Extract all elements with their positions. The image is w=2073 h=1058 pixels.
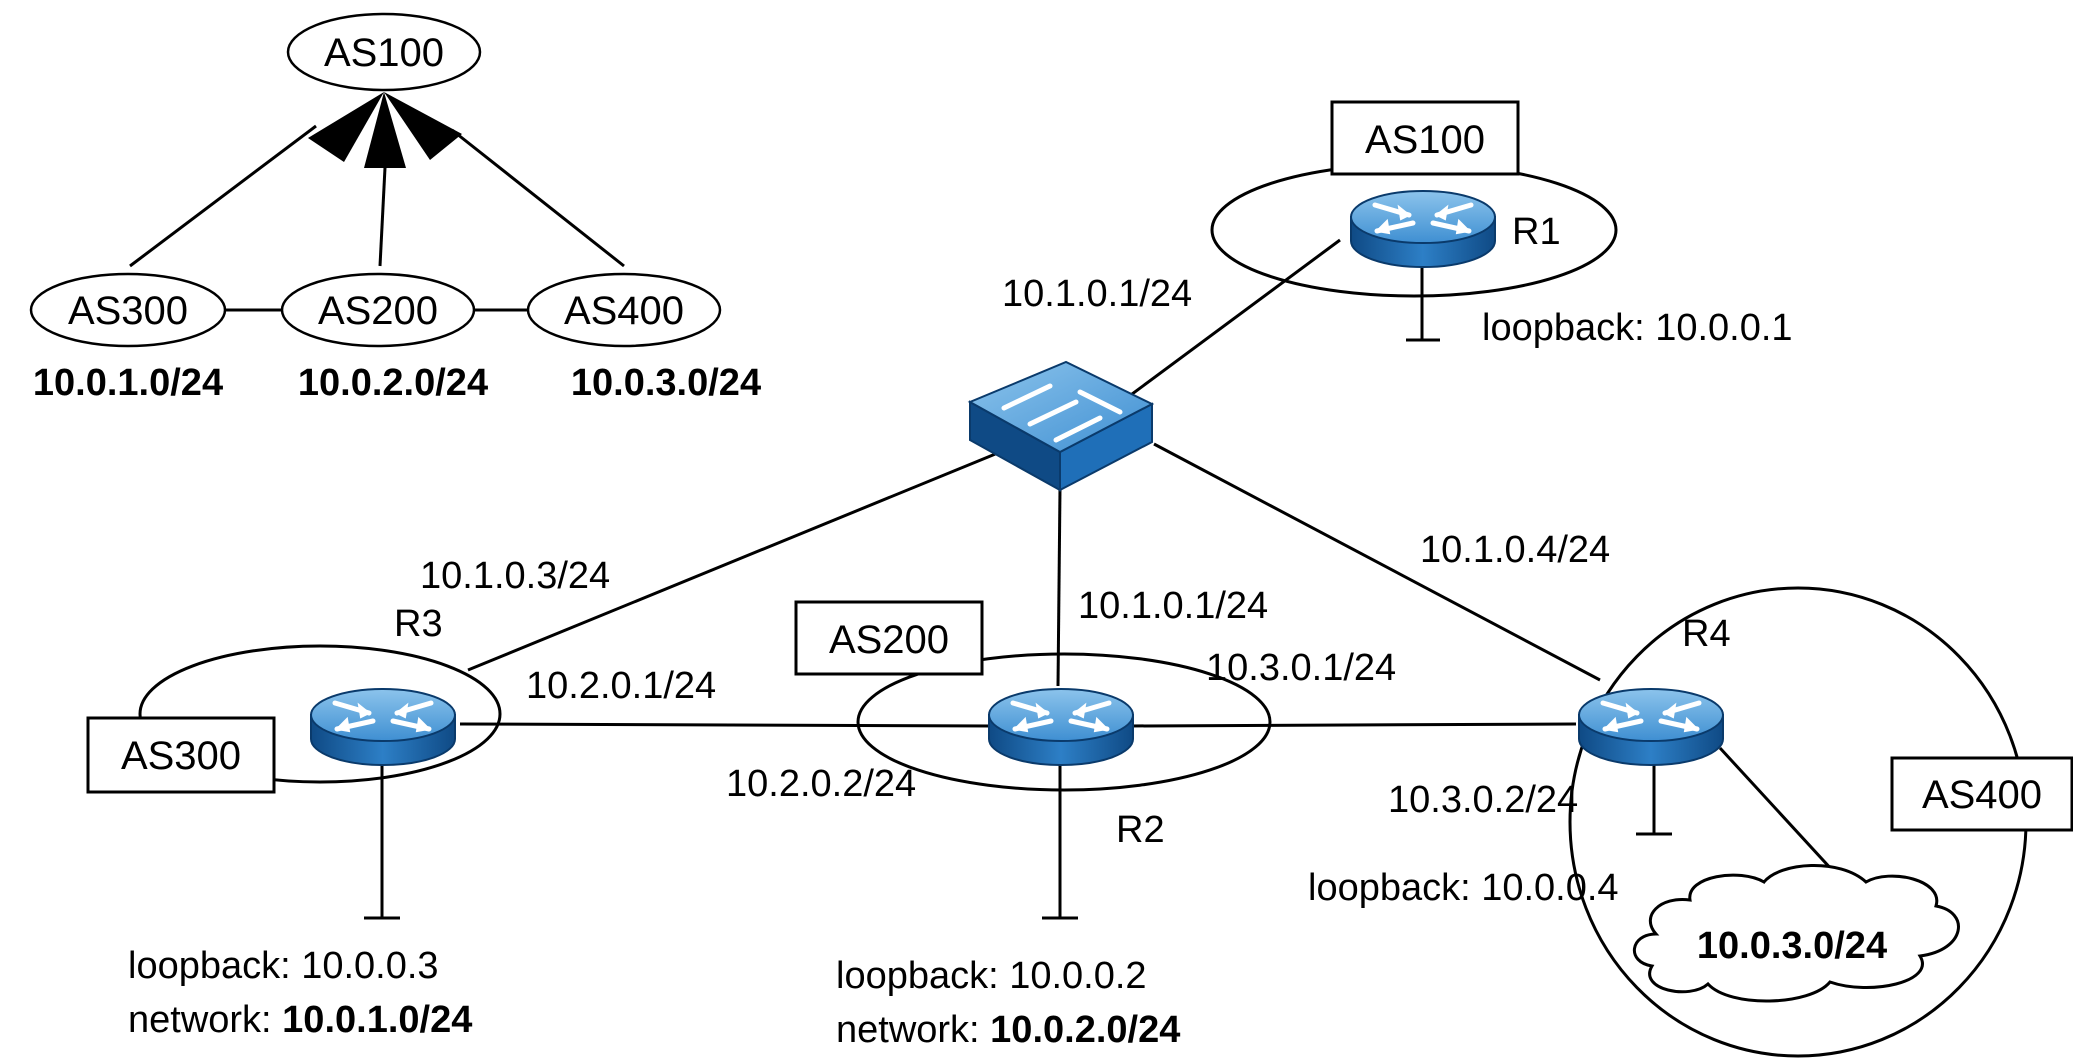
link-r4-switch	[1153, 442, 1601, 682]
as200-node-label: AS200	[318, 289, 438, 333]
ip-r1-switch: 10.1.0.1/24	[1002, 273, 1192, 315]
as300-region	[138, 644, 502, 784]
router-r1-name: R1	[1512, 211, 1561, 253]
link-r2-r4	[1129, 722, 1577, 728]
network-r2-label: network: 10.0.2.0/24	[836, 1009, 1180, 1051]
as300-prefix: 10.0.1.0/24	[33, 362, 223, 404]
loopback-r1-label: loopback: 10.0.0.1	[1482, 307, 1793, 349]
ip-r3-switch: 10.1.0.3/24	[420, 555, 610, 597]
router-r1-icon	[1351, 191, 1495, 267]
as200-node	[280, 272, 476, 348]
as100-node-label: AS100	[324, 31, 444, 75]
router-r4-icon	[1579, 689, 1723, 765]
edge-as300-as100	[129, 124, 317, 268]
loopback-r1	[1406, 266, 1440, 342]
loopback-r2-label: loopback: 10.0.0.2	[836, 955, 1147, 997]
loopback-r4	[1636, 756, 1672, 836]
network-cloud-icon	[1632, 864, 1960, 1003]
router-r2-name: R2	[1116, 809, 1165, 851]
as200-region	[856, 652, 1272, 792]
link-r1-switch	[1123, 238, 1341, 402]
network-r3-label: network: 10.0.1.0/24	[128, 999, 472, 1041]
loopback-r2	[1042, 752, 1078, 920]
as-topology-legend: AS100 AS300 AS200 AS400 10.0.1.0/24 10.0…	[29, 12, 761, 404]
ip-r2-r4-r2side: 10.3.0.1/24	[1206, 647, 1396, 689]
ip-r3-r2-r2side: 10.2.0.2/24	[726, 763, 916, 805]
loopback-r3	[364, 752, 400, 920]
as100-node	[286, 12, 482, 92]
ip-r2-r4-r4side: 10.3.0.2/24	[1388, 779, 1578, 821]
arrow-head-as400	[384, 92, 462, 160]
router-r2-icon	[989, 689, 1133, 765]
link-r2-switch	[1056, 487, 1062, 687]
as400-node-label: AS400	[564, 289, 684, 333]
router-r3-name: R3	[394, 603, 443, 645]
as400-node	[526, 272, 722, 348]
ip-r4-switch: 10.1.0.4/24	[1420, 529, 1610, 571]
as300-node-label: AS300	[68, 289, 188, 333]
loopback-r3-label: loopback: 10.0.0.3	[128, 945, 439, 987]
as400-prefix: 10.0.3.0/24	[571, 362, 761, 404]
edge-as400-as100	[451, 128, 625, 268]
as400-box: AS400	[1890, 756, 2073, 832]
ip-r3-r2-r3side: 10.2.0.1/24	[526, 665, 716, 707]
as300-box: AS300	[86, 716, 276, 794]
as300-box-label: AS300	[121, 734, 241, 778]
arrow-head-as300	[308, 92, 384, 162]
arrow-head-as200	[364, 92, 406, 168]
router-r3-icon	[311, 689, 455, 765]
as200-box: AS200	[794, 600, 984, 676]
cloud-prefix: 10.0.3.0/24	[1697, 925, 1887, 967]
link-r3-r2	[459, 722, 995, 728]
link-r3-switch	[467, 446, 1011, 672]
as200-prefix: 10.0.2.0/24	[298, 362, 488, 404]
as400-box-label: AS400	[1922, 773, 2042, 817]
switch-icon	[967, 360, 1155, 492]
as100-box-label: AS100	[1365, 118, 1485, 162]
router-r4-name: R4	[1682, 613, 1731, 655]
as200-box-label: AS200	[829, 618, 949, 662]
loopback-r4-label: loopback: 10.0.0.4	[1308, 867, 1619, 909]
ip-r2-switch: 10.1.0.1/24	[1078, 585, 1268, 627]
as300-node	[29, 272, 227, 348]
as100-box: AS100	[1330, 100, 1520, 176]
